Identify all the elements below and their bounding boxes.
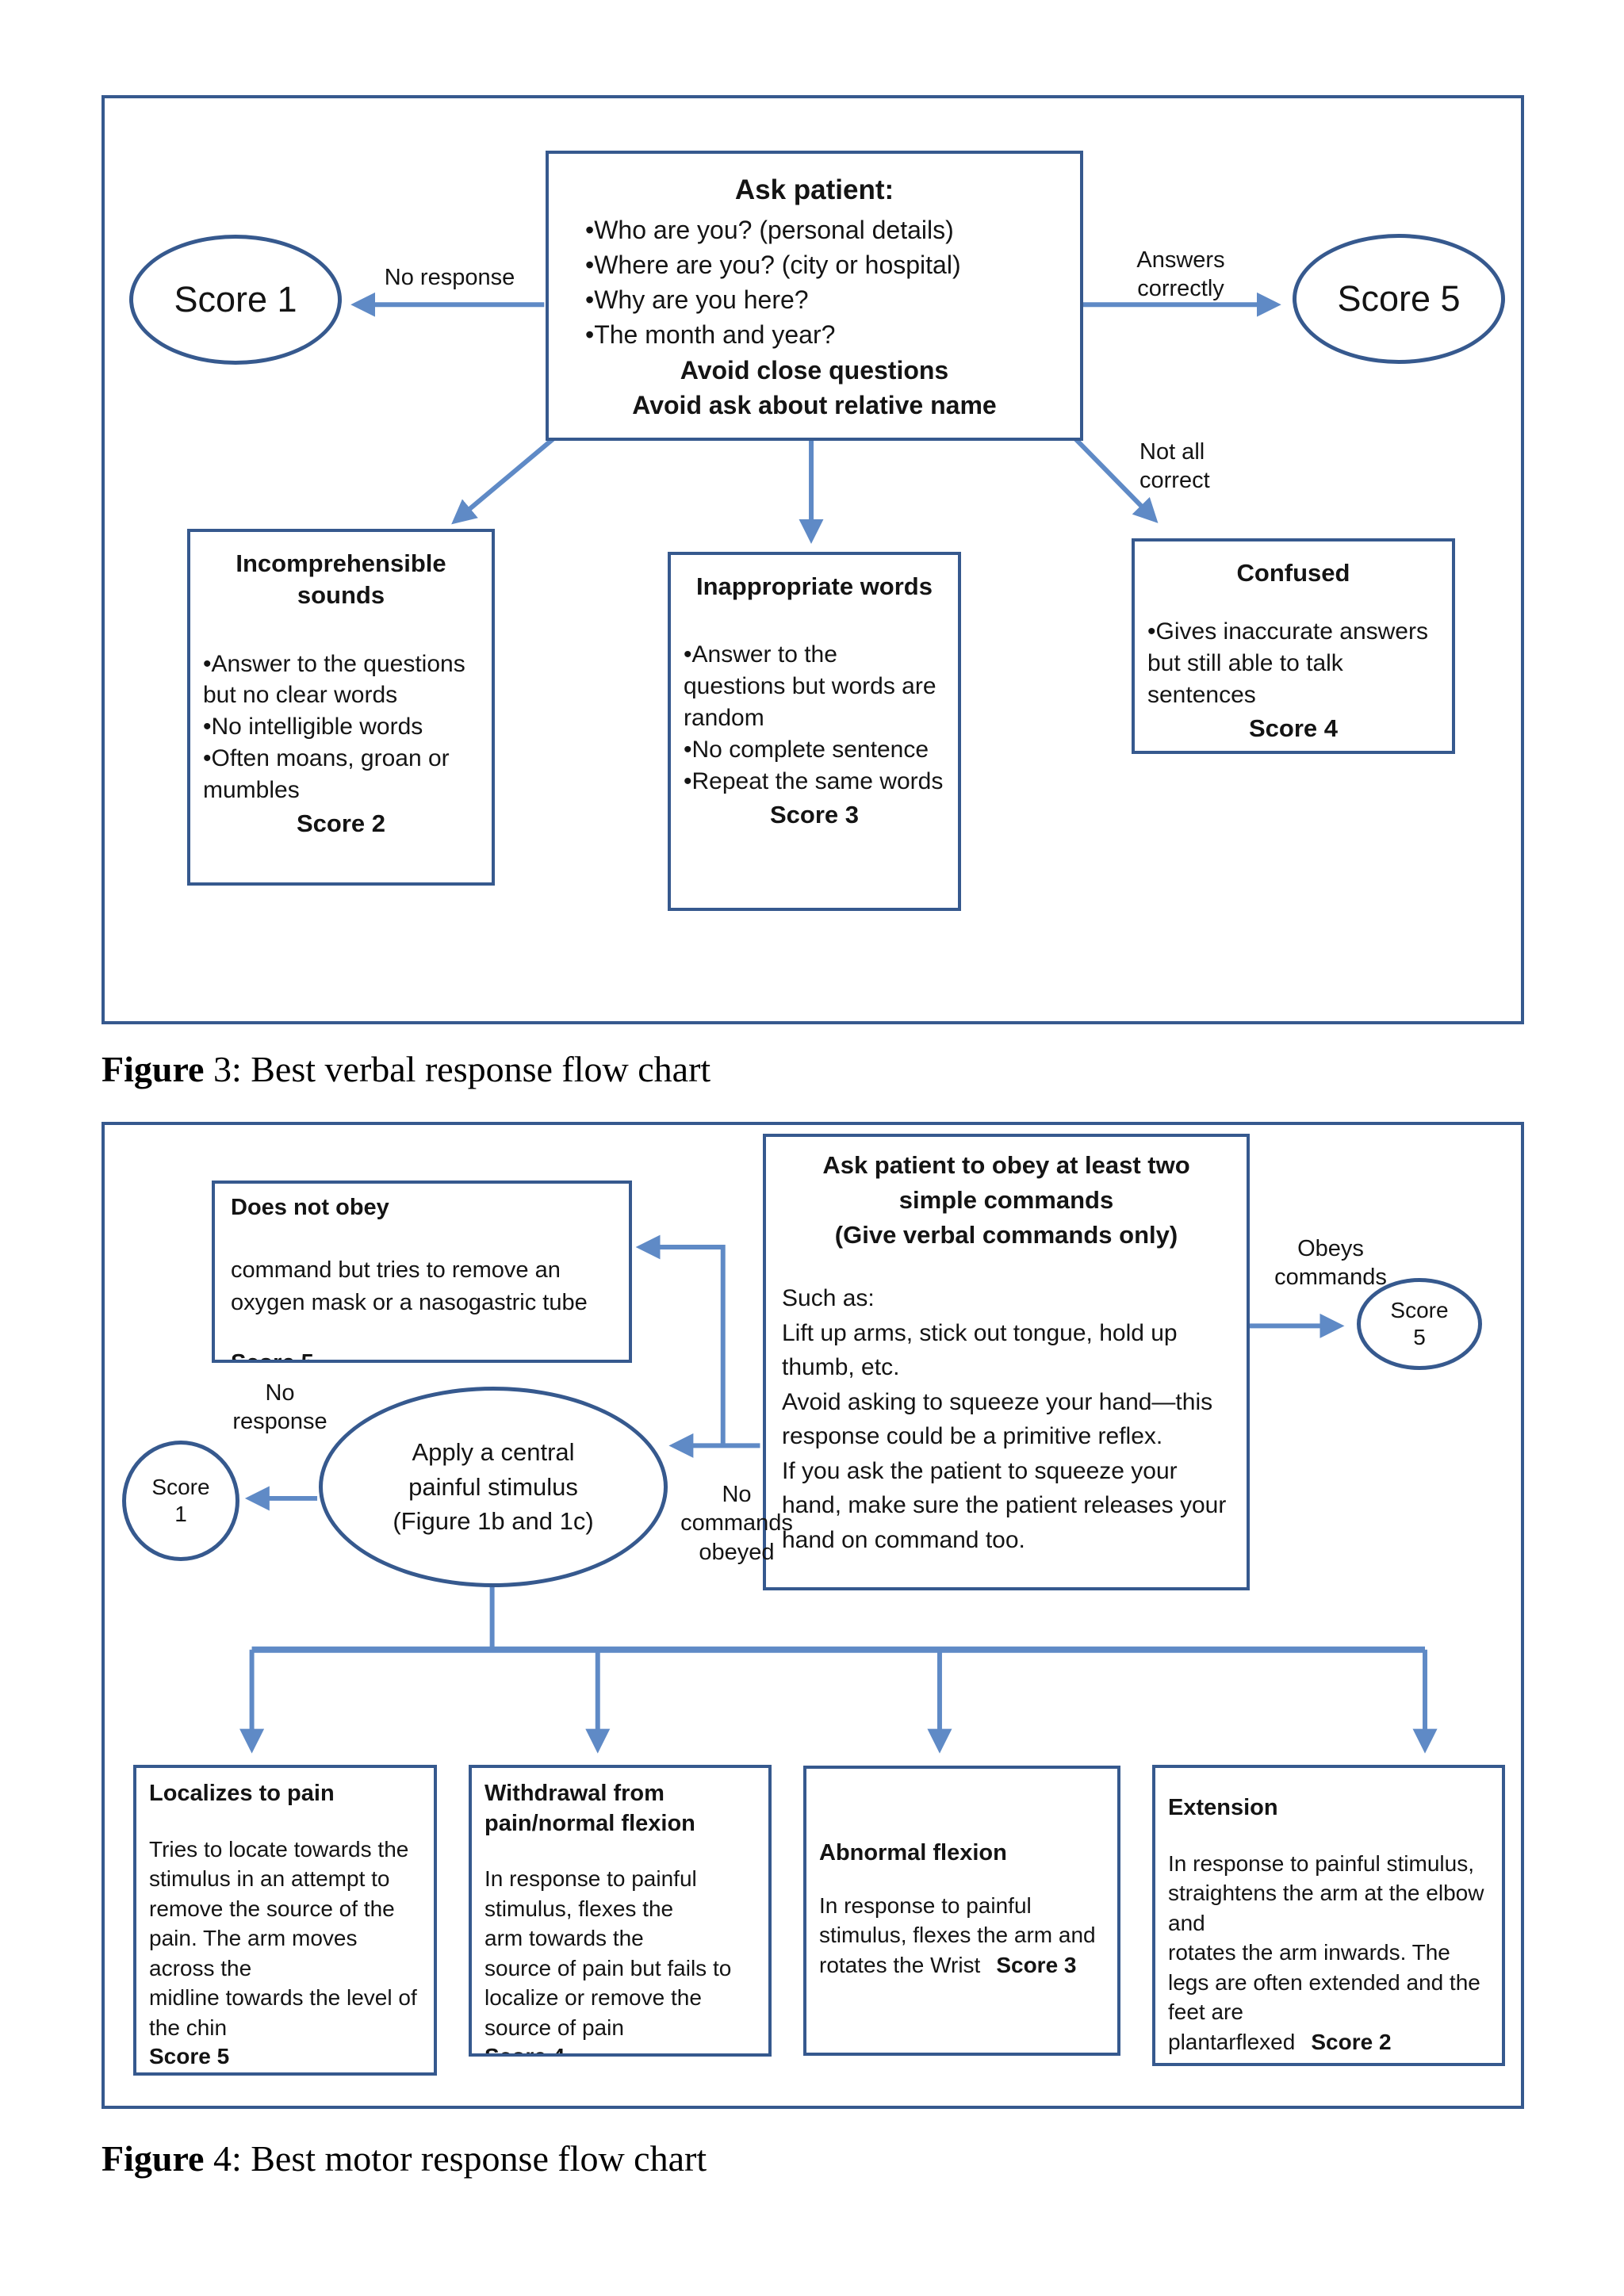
box-body: •Gives inaccurate answers but still able… [1147, 616, 1439, 711]
not-all-correct-label: Not all correct [1139, 439, 1210, 494]
ask-bullet: •Where are you? (city or hospital) [585, 251, 961, 280]
confused-box: Confused •Gives inaccurate answers but s… [1132, 538, 1455, 754]
box-body: In response to painful stimulus, straigh… [1168, 1849, 1489, 2057]
box-body: Tries to locate towards the stimulus in … [149, 1836, 417, 2040]
ask-patient-box: Ask patient: •Who are you? (personal det… [546, 151, 1083, 441]
command-box-body: Such as: Lift up arms, stick out tongue,… [782, 1281, 1231, 1557]
score-5-ellipse: Score 5 [1293, 234, 1505, 364]
score-5-label: Score 5 [1337, 278, 1461, 319]
box-title: Extension [1168, 1795, 1278, 1820]
score-1-ellipse: Score 1 [129, 235, 342, 365]
body-text: In response to painful stimulus, flexes … [819, 1892, 1096, 1977]
body-text: In response to painful stimulus, straigh… [1168, 1850, 1484, 2054]
inappropriate-words-box: Inappropriate words •Answer to the quest… [668, 552, 961, 911]
localizes-to-pain-box: Localizes to pain Tries to locate toward… [133, 1765, 437, 2076]
bullet-line: •Often moans, groan or mumbles [203, 745, 450, 804]
figure3-caption: Figure 3: Best verbal response flow char… [102, 1048, 710, 1090]
box-title: Confused [1236, 559, 1350, 587]
box-body: In response to painful stimulus, flexes … [485, 1866, 732, 2040]
command-line: Lift up arms, stick out tongue, hold up … [782, 1319, 1178, 1381]
box-title: Does not obey [231, 1195, 389, 1220]
bullet-line: •Repeat the same words [684, 767, 944, 794]
no-commands-obeyed-label: No commands obeyed [680, 1482, 793, 1565]
bullet-line: •No intelligible words [203, 714, 423, 740]
avoid-note: Avoid close questions [680, 355, 949, 385]
arrow-to-does-not-obey [635, 1234, 726, 1446]
box-body: •Answer to the questions but words are r… [684, 639, 945, 797]
withdrawal-from-pain-box: Withdrawal from pain/normal flexion In r… [469, 1765, 772, 2057]
ask-bullet: •Why are you here? [585, 285, 809, 315]
box-body: •Answer to the questions but no clear wo… [203, 649, 479, 806]
bullet-line: •Answer to the questions but words are r… [684, 641, 936, 732]
ask-bullet: •The month and year? [585, 320, 836, 350]
obey-commands-box: Ask patient to obey at least two simple … [763, 1134, 1250, 1590]
command-line: If you ask the patient to squeeze your h… [782, 1457, 1227, 1553]
box-title: Abnormal flexion [819, 1840, 1007, 1866]
score-badge: Score 4 [1248, 714, 1338, 742]
box-title: Incomprehensible sounds [236, 549, 446, 610]
command-box-title: Ask patient to obey at least two simple … [822, 1151, 1190, 1215]
does-not-obey-box: Does not obey command but tries to remov… [212, 1181, 632, 1363]
box-body: In response to painful stimulus, flexes … [819, 1891, 1105, 1980]
score-badge: Score 4 [485, 2044, 565, 2057]
figure4-motor-flowchart: Ask patient to obey at least two simple … [102, 1122, 1524, 2109]
ask-patient-title: Ask patient: [734, 174, 894, 205]
avoid-note: Avoid ask about relative name [632, 390, 997, 419]
arrow-to-incomprehensible [451, 436, 556, 525]
no-response-label: No response [384, 265, 515, 290]
figure4-caption-text: 4: Best motor response flow chart [204, 2138, 707, 2179]
painful-stimulus-ellipse: Apply a central painful stimulus (Figure… [319, 1387, 668, 1587]
score-1-label: Score 1 [174, 279, 297, 320]
figure3-verbal-flowchart: Ask patient: •Who are you? (personal det… [102, 95, 1524, 1024]
figure4-caption-label: Figure [102, 2138, 205, 2179]
figure3-caption-label: Figure [102, 1049, 205, 1089]
score-badge: Score 3 [996, 1952, 1077, 1977]
command-box-subtitle: (Give verbal commands only) [834, 1221, 1178, 1249]
extension-box: Extension In response to painful stimulu… [1152, 1765, 1505, 2066]
box-title: Localizes to pain [149, 1781, 335, 1806]
box-title: Inappropriate words [696, 572, 933, 600]
ask-bullet: •Who are you? (personal details) [585, 216, 954, 244]
bullet-line: •Gives inaccurate answers but still able… [1147, 618, 1428, 709]
box-title: Withdrawal from pain/normal flexion [485, 1781, 695, 1836]
score-badge: Score 5 [231, 1350, 613, 1360]
figure3-caption-text: 3: Best verbal response flow chart [204, 1049, 711, 1089]
answers-correctly-label: Answers correctly [1136, 247, 1225, 302]
box-body: command but tries to remove an oxygen ma… [231, 1257, 588, 1315]
no-response-label: No response [232, 1380, 327, 1435]
score-badge: Score 5 [149, 2044, 230, 2069]
incomprehensible-sounds-box: Incomprehensible sounds •Answer to the q… [187, 529, 495, 886]
bullet-line: •Answer to the questions but no clear wo… [203, 650, 465, 709]
score-badge: Score 2 [296, 809, 385, 838]
score-badge: Score 3 [769, 800, 859, 828]
command-line: Avoid asking to squeeze your hand—this r… [782, 1388, 1213, 1450]
bullet-line: •No complete sentence [684, 736, 929, 763]
command-line: Such as: [782, 1285, 875, 1312]
painful-stimulus-text: Apply a central painful stimulus (Figure… [393, 1438, 594, 1536]
obeys-commands-label: Obeys commands [1274, 1236, 1387, 1291]
score-badge: Score 2 [1311, 2029, 1392, 2054]
abnormal-flexion-box: Abnormal flexion In response to painful … [803, 1766, 1120, 2056]
figure4-caption: Figure 4: Best motor response flow chart [102, 2137, 707, 2179]
